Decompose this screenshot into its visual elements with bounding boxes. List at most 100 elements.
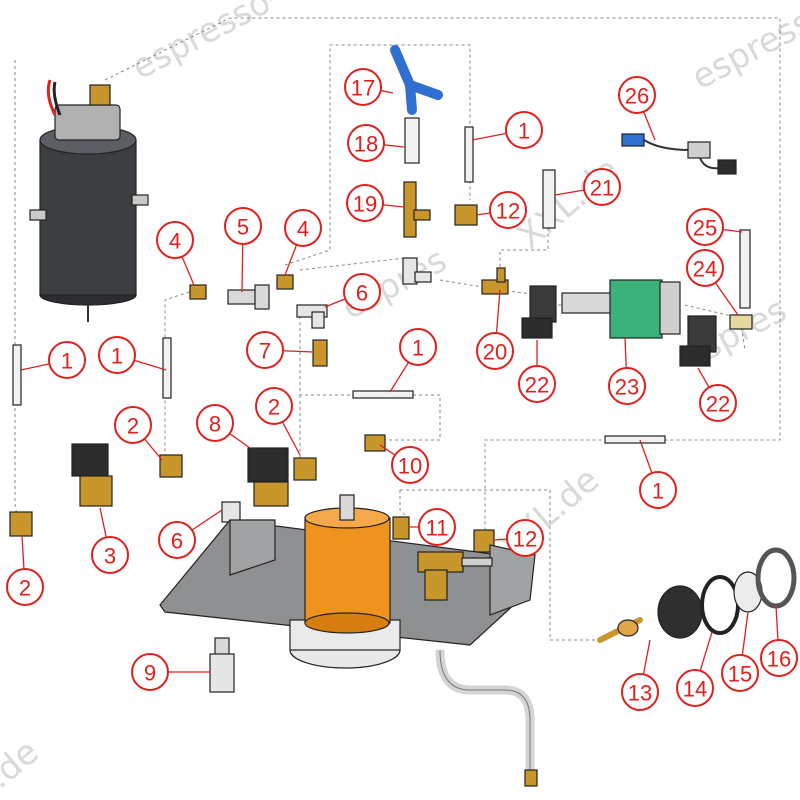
callout-circle [608, 367, 646, 405]
callout-number: 1 [61, 349, 73, 374]
callout-4: 4 [284, 209, 322, 276]
callout-22: 22 [697, 367, 737, 422]
callout-circle [48, 341, 86, 379]
callout-number: 12 [496, 199, 520, 224]
callout-1: 1 [639, 439, 677, 509]
callout-number: 13 [628, 681, 652, 706]
callout-number: 25 [693, 216, 717, 241]
callout-circle [518, 365, 556, 403]
callout-circle [6, 568, 44, 606]
callout-number: 2 [268, 395, 280, 420]
callout-number: 1 [412, 336, 424, 361]
callout-circle [255, 387, 293, 425]
callout-number: 19 [353, 192, 377, 217]
callout-circle [686, 249, 724, 287]
callout-22: 22 [518, 340, 556, 403]
callout-10: 10 [379, 444, 429, 484]
callout-circle [224, 207, 262, 245]
callout-circle [246, 331, 284, 369]
callout-circle [686, 208, 724, 246]
callout-number: 8 [209, 412, 221, 437]
callout-number: 9 [144, 661, 156, 686]
solenoid-valves [71, 443, 289, 507]
watermark-text: espresso [685, 0, 800, 98]
callout-number: 16 [767, 647, 791, 672]
callout-number: 24 [693, 257, 717, 282]
callout-1: 1 [98, 336, 167, 374]
callout-number: 12 [513, 527, 537, 552]
callout-1: 1 [20, 341, 86, 379]
wire-harness [621, 133, 737, 175]
callout-12: 12 [476, 191, 527, 229]
callout-2: 2 [255, 387, 301, 456]
callout-1: 1 [471, 111, 543, 149]
callout-circle [505, 111, 543, 149]
callout-17: 17 [344, 68, 394, 106]
callout-25: 25 [686, 208, 743, 246]
callout-circle [489, 191, 527, 229]
callout-circle [131, 653, 169, 691]
callout-number: 11 [426, 516, 449, 541]
callout-16: 16 [760, 605, 798, 677]
callout-number: 1 [652, 479, 664, 504]
callout-circle [676, 669, 714, 707]
watermark-text: .de [0, 732, 47, 797]
callout-number: 26 [625, 84, 649, 109]
callout-24: 24 [686, 249, 739, 316]
callout-circle [699, 384, 737, 422]
callout-13: 13 [621, 639, 659, 711]
callout-number: 1 [518, 119, 530, 144]
callout-9: 9 [131, 653, 210, 691]
callout-11: 11 [408, 508, 456, 546]
callout-number: 3 [104, 544, 116, 569]
callout-18: 18 [347, 124, 405, 162]
callout-3: 3 [91, 507, 129, 574]
callout-circle [618, 76, 656, 114]
watermark-text: espresso- [125, 0, 288, 88]
callout-14: 14 [676, 631, 714, 707]
callout-6: 6 [158, 509, 223, 559]
callout-number: 17 [351, 76, 375, 101]
callout-number: 14 [683, 677, 707, 702]
callout-number: 21 [590, 176, 614, 201]
callout-8: 8 [196, 404, 251, 449]
callout-number: 2 [19, 576, 31, 601]
callout-circle [399, 328, 437, 366]
callout-circle [391, 446, 429, 484]
callout-number: 4 [297, 217, 309, 242]
knob-assembly [597, 547, 797, 643]
callout-19: 19 [346, 184, 405, 222]
callout-12: 12 [493, 519, 544, 557]
callout-circle [639, 471, 677, 509]
callout-21: 21 [554, 168, 621, 206]
callout-20: 20 [476, 289, 514, 370]
callout-number: 23 [615, 375, 639, 400]
callout-circle [344, 68, 382, 106]
callout-number: 20 [483, 340, 507, 365]
callout-circle [621, 673, 659, 711]
callout-number: 18 [354, 132, 378, 157]
callout-circle [760, 639, 798, 677]
callout-number: 1 [111, 344, 123, 369]
callout-circle [91, 536, 129, 574]
callout-26: 26 [618, 76, 656, 141]
callout-number: 6 [171, 529, 183, 554]
callout-circle [506, 519, 544, 557]
callout-circle [98, 336, 136, 374]
y-tube [390, 45, 443, 115]
callout-number: 6 [356, 281, 368, 306]
tubes [12, 117, 751, 444]
callout-2: 2 [114, 406, 163, 461]
steam-valve [417, 551, 493, 601]
callout-2: 2 [6, 535, 44, 606]
pump [521, 279, 717, 367]
callout-4: 4 [156, 221, 195, 286]
callout-circle [114, 406, 152, 444]
callout-circle [284, 209, 322, 247]
callout-1: 1 [389, 328, 437, 393]
callout-number: 22 [706, 392, 730, 417]
callout-number: 10 [398, 454, 422, 479]
callout-circle [476, 332, 514, 370]
